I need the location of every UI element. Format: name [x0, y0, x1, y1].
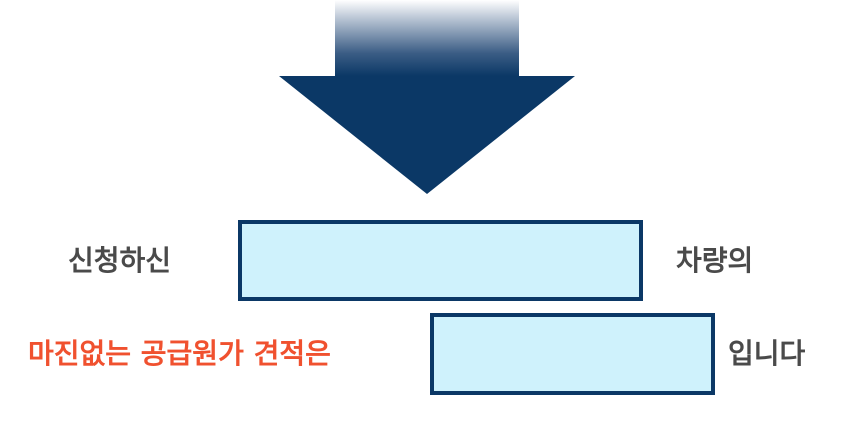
vehicle-prefix-label: 신청하신: [68, 244, 172, 277]
quote-prefix-label: 마진없는 공급원가 견적은: [28, 337, 331, 370]
quote-amount-field[interactable]: [430, 313, 715, 395]
arrow-shaft: [335, 0, 519, 76]
vehicle-suffix-label: 차량의: [676, 244, 754, 277]
quote-suffix-label: 입니다: [728, 337, 806, 370]
arrow-head: [279, 76, 575, 194]
vehicle-name-field[interactable]: [238, 220, 643, 301]
